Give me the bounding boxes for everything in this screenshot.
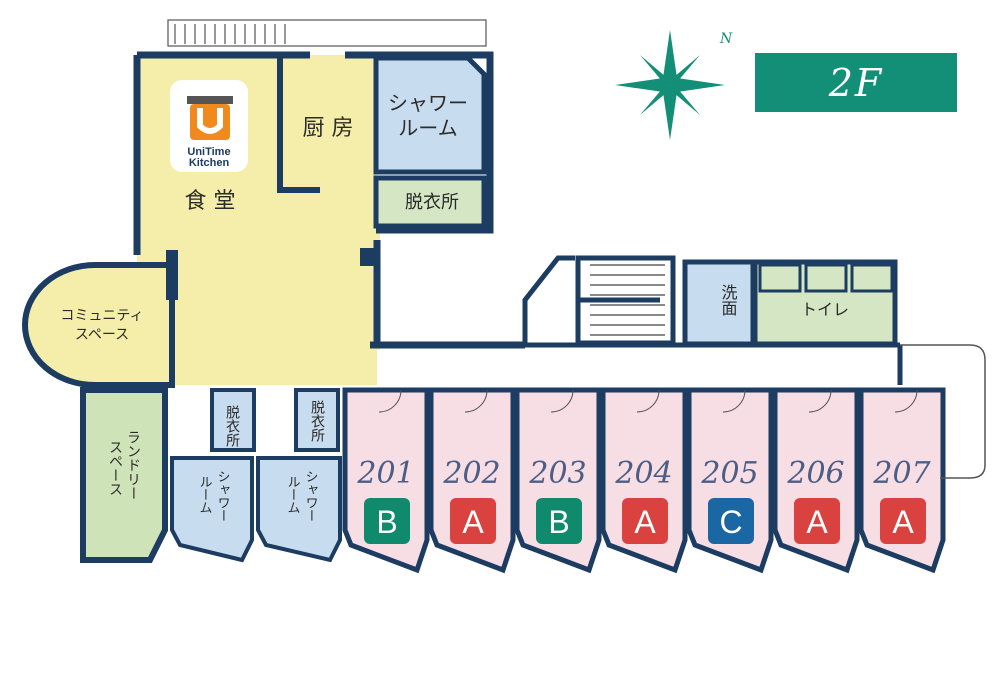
logo-line2: Kitchen: [189, 157, 230, 169]
room-type-badge: [880, 498, 926, 544]
community-label-2: スペース: [75, 327, 129, 343]
room-type-letter: A: [892, 504, 914, 540]
room-type-letter: C: [719, 504, 742, 540]
community-label-1: コミュニティ: [60, 308, 143, 324]
logo-line1: UniTime: [187, 146, 230, 158]
shower-main-label-1: シャワー: [388, 91, 468, 115]
room-number: 207: [872, 456, 931, 491]
dressing-room-a: [210, 388, 256, 452]
dressing-main-label: 脱衣所: [405, 192, 459, 213]
room-type-badge: [450, 498, 496, 544]
room-number: 205: [700, 456, 758, 491]
shower-b-label-1: シャワー: [303, 470, 318, 522]
top-railing: [167, 19, 487, 47]
toilet-block: [752, 259, 898, 347]
interior-wall-stubs: [166, 248, 374, 300]
washroom: [682, 259, 756, 347]
room-number: 204: [614, 456, 672, 491]
room-number: 206: [786, 456, 844, 491]
dressing-room-b: [294, 388, 340, 452]
dressing-a-label: 脱衣所: [224, 405, 240, 447]
room-type-letter: B: [376, 504, 397, 540]
laundry-label-1: ランドリー: [125, 430, 141, 500]
laundry-space: [80, 387, 168, 563]
door-icon: [550, 389, 574, 413]
room-type-letter: B: [548, 504, 569, 540]
laundry-label-2: スペース: [107, 440, 123, 496]
floor-label: 2F: [755, 53, 957, 112]
shower-room-b: [256, 456, 342, 563]
room-type-badge: [536, 498, 582, 544]
dressing-b-label: 脱衣所: [309, 400, 325, 442]
kitchen-label: 厨 房: [303, 116, 354, 141]
room-type-letter: A: [462, 504, 484, 540]
room-type-badge: [622, 498, 668, 544]
door-icon: [636, 389, 660, 413]
shower-b-label-2: ルーム: [285, 475, 300, 514]
stairwell: [575, 255, 676, 346]
compass-north-label: N: [719, 31, 733, 47]
door-icon: [722, 389, 746, 413]
door-icon: [894, 389, 918, 413]
compass-rose-icon: N: [615, 30, 733, 140]
dressing-room-main: [373, 175, 487, 229]
room-type-badge: [708, 498, 754, 544]
walkway: [900, 344, 986, 479]
room-type-letter: A: [634, 504, 656, 540]
door-icon: [378, 389, 402, 413]
room-number: 201: [356, 456, 414, 491]
shower-room-a: [170, 456, 254, 563]
community-space: [22, 262, 175, 388]
washroom-label: 洗面: [719, 284, 738, 316]
unitime-kitchen-logo: UniTime Kitchen: [170, 80, 248, 172]
room-number: 202: [442, 456, 500, 491]
shower-main-label-2: ルーム: [398, 116, 457, 140]
room-type-badge: [794, 498, 840, 544]
shower-room-main: [373, 55, 487, 175]
door-icon: [464, 389, 488, 413]
kitchen-partition: [277, 55, 320, 193]
toilet-label: トイレ: [801, 300, 849, 319]
room-number: 203: [528, 456, 586, 491]
door-icon: [808, 389, 832, 413]
dining-label: 食 堂: [185, 189, 236, 214]
room-labels: 食 堂 厨 房 シャワー ルーム 脱衣所 コミュニティ スペース 洗面 トイレ …: [60, 91, 849, 522]
shower-a-label-1: シャワー: [215, 470, 230, 522]
room-type-letter: A: [806, 504, 828, 540]
room-type-badge: [364, 498, 410, 544]
shower-a-label-2: ルーム: [197, 475, 212, 514]
